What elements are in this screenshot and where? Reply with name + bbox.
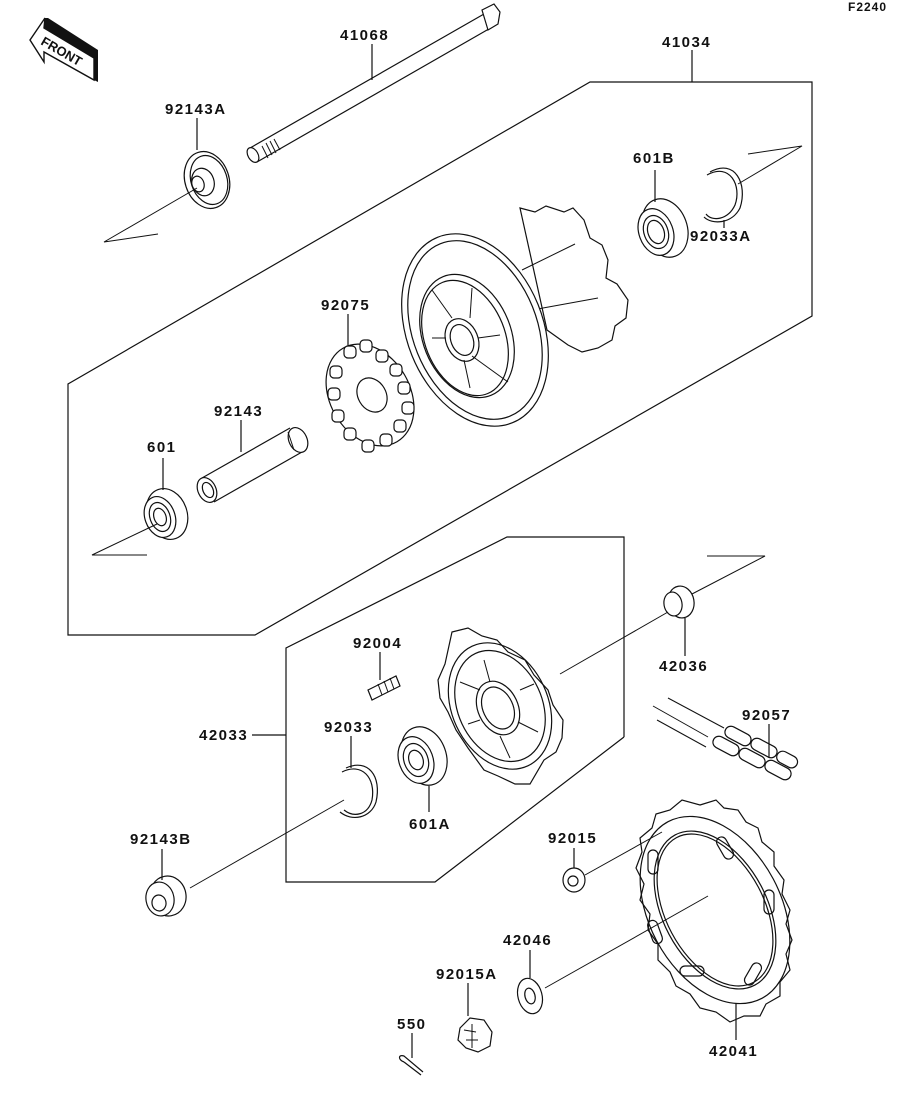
- part-labels: 41068 41034 92143A 601B 92033A 92075 921…: [130, 27, 791, 1060]
- part-92143A-collar[interactable]: [103, 118, 237, 243]
- label-92075[interactable]: 92075: [321, 297, 370, 314]
- label-92057[interactable]: 92057: [742, 707, 791, 724]
- part-41068-axle[interactable]: [245, 3, 501, 164]
- label-92033A[interactable]: 92033A: [690, 228, 752, 245]
- front-arrow-icon: FRONT: [29, 17, 98, 82]
- label-92004[interactable]: 92004: [353, 635, 402, 652]
- label-41068[interactable]: 41068: [340, 27, 389, 44]
- label-550[interactable]: 550: [397, 1016, 427, 1033]
- part-92075-damper[interactable]: [308, 314, 431, 462]
- part-92015A-castle-nut[interactable]: [457, 983, 493, 1053]
- label-92015[interactable]: 92015: [548, 830, 597, 847]
- part-42036-collar[interactable]: [559, 555, 766, 675]
- part-42033-coupling[interactable]: [429, 626, 572, 786]
- part-92143-collar[interactable]: [193, 420, 311, 506]
- label-42033[interactable]: 42033: [199, 727, 248, 744]
- label-42046[interactable]: 42046: [503, 932, 552, 949]
- part-601A-bearing[interactable]: [392, 720, 455, 812]
- part-92057-chain[interactable]: [652, 697, 800, 782]
- part-550-cotter-pin[interactable]: [398, 1033, 424, 1076]
- part-92033A-circlip[interactable]: [703, 145, 803, 228]
- part-92143B-collar[interactable]: [143, 799, 345, 919]
- part-92015-nut[interactable]: [562, 831, 663, 893]
- label-601B[interactable]: 601B: [633, 150, 675, 167]
- label-42041[interactable]: 42041: [709, 1043, 758, 1060]
- hub-assembly-bracket: [67, 50, 813, 636]
- label-601[interactable]: 601: [147, 439, 177, 456]
- part-92004-stud[interactable]: [367, 652, 401, 701]
- label-41034[interactable]: 41034: [662, 34, 711, 51]
- part-92033-circlip[interactable]: [339, 736, 378, 819]
- label-601A[interactable]: 601A: [409, 816, 451, 833]
- part-41034-wheel-hub[interactable]: [374, 205, 629, 448]
- figure-code: F2240: [848, 0, 887, 14]
- part-601-bearing[interactable]: [91, 458, 195, 556]
- label-92143A[interactable]: 92143A: [165, 101, 227, 118]
- label-92015A[interactable]: 92015A: [436, 966, 498, 983]
- part-42041-sprocket[interactable]: [544, 791, 820, 1040]
- coupling-assembly-bracket: [252, 536, 625, 883]
- label-42036[interactable]: 42036: [659, 658, 708, 675]
- label-92143B[interactable]: 92143B: [130, 831, 192, 848]
- label-92143[interactable]: 92143: [214, 403, 263, 420]
- part-601B-bearing[interactable]: [632, 170, 696, 264]
- part-42046-washer[interactable]: [514, 950, 546, 1016]
- label-92033[interactable]: 92033: [324, 719, 373, 736]
